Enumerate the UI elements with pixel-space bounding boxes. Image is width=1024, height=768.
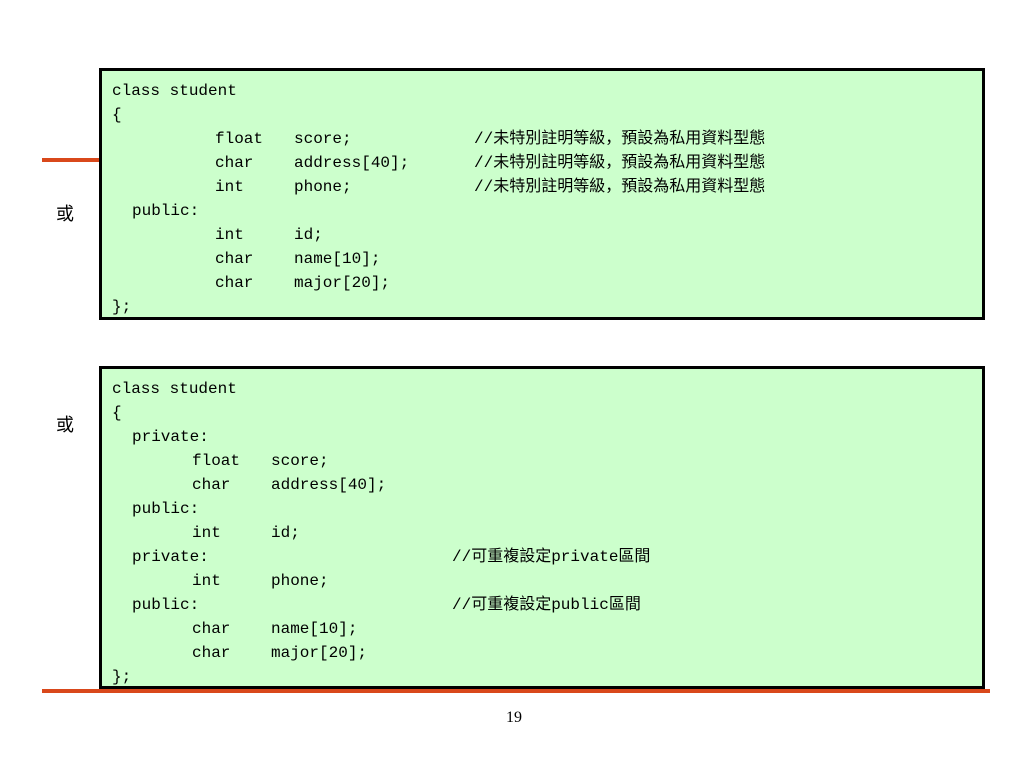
code-type: int	[192, 572, 221, 590]
code-type: char	[192, 644, 231, 662]
code-identifier: id;	[271, 524, 300, 542]
code-type: int	[192, 524, 221, 542]
code-line: };	[102, 295, 140, 319]
code-identifier: phone;	[271, 572, 329, 590]
code-identifier: name[10];	[271, 620, 358, 638]
code-line: public: //可重複設定public區間	[102, 593, 641, 617]
code-token: class student	[112, 82, 237, 100]
code-identifier: score;	[294, 130, 352, 148]
code-type: float	[215, 130, 264, 148]
access-specifier: private:	[132, 428, 209, 446]
code-type: char	[215, 154, 254, 172]
code-comment: //未特別註明等級，預設為私用資料型態	[474, 154, 766, 172]
access-specifier: public:	[132, 500, 200, 518]
code-line: int phone;	[102, 569, 329, 593]
code-type: char	[215, 274, 254, 292]
code-identifier: address[40];	[271, 476, 387, 494]
page-number: 19	[506, 709, 522, 726]
code-line: char address[40];	[102, 473, 386, 497]
code-line: class student	[102, 377, 237, 401]
code-identifier: major[20];	[294, 274, 391, 292]
code-identifier: name[10];	[294, 250, 381, 268]
or-label-1: 或	[56, 204, 74, 224]
code-line: int phone; //未特別註明等級，預設為私用資料型態	[102, 175, 765, 199]
code-line: private: //可重複設定private區間	[102, 545, 650, 569]
code-type: char	[215, 250, 254, 268]
code-token: };	[112, 668, 132, 686]
code-line: char name[10];	[102, 247, 380, 271]
code-line: float score; //未特別註明等級，預設為私用資料型態	[102, 127, 765, 151]
code-line: char major[20];	[102, 271, 390, 295]
code-type: int	[215, 178, 244, 196]
code-line: char name[10];	[102, 617, 357, 641]
code-line: {	[102, 401, 140, 425]
code-comment: //可重複設定private區間	[452, 548, 651, 566]
access-specifier: public:	[132, 596, 200, 614]
code-block-2: class student { private: float score; ch…	[99, 366, 985, 689]
code-identifier: address[40];	[294, 154, 410, 172]
code-type: char	[192, 476, 231, 494]
code-type: char	[192, 620, 231, 638]
code-type: float	[192, 452, 241, 470]
code-identifier: id;	[294, 226, 323, 244]
code-line: float score;	[102, 449, 329, 473]
code-line: public:	[102, 199, 199, 223]
code-identifier: phone;	[294, 178, 352, 196]
code-comment: //未特別註明等級，預設為私用資料型態	[474, 178, 766, 196]
code-line: public:	[102, 497, 199, 521]
code-line: int id;	[102, 223, 323, 247]
code-line: char address[40]; //未特別註明等級，預設為私用資料型態	[102, 151, 765, 175]
code-type: int	[215, 226, 244, 244]
accent-rule-top	[42, 158, 102, 162]
code-line: };	[102, 665, 140, 689]
code-line: class student	[102, 79, 237, 103]
code-token: };	[112, 298, 132, 316]
code-comment: //可重複設定public區間	[452, 596, 641, 614]
code-token: {	[112, 106, 122, 124]
access-specifier: private:	[132, 548, 209, 566]
code-token: {	[112, 404, 122, 422]
accent-rule-bottom	[42, 689, 990, 693]
code-identifier: major[20];	[271, 644, 368, 662]
code-identifier: score;	[271, 452, 329, 470]
access-specifier: public:	[132, 202, 200, 220]
code-token: class student	[112, 380, 237, 398]
or-label-2: 或	[56, 415, 74, 435]
code-comment: //未特別註明等級，預設為私用資料型態	[474, 130, 766, 148]
code-line: {	[102, 103, 140, 127]
code-line: int id;	[102, 521, 300, 545]
code-line: char major[20];	[102, 641, 367, 665]
code-line: private:	[102, 425, 209, 449]
code-block-1: class student { float score; //未特別註明等級，預…	[99, 68, 985, 320]
